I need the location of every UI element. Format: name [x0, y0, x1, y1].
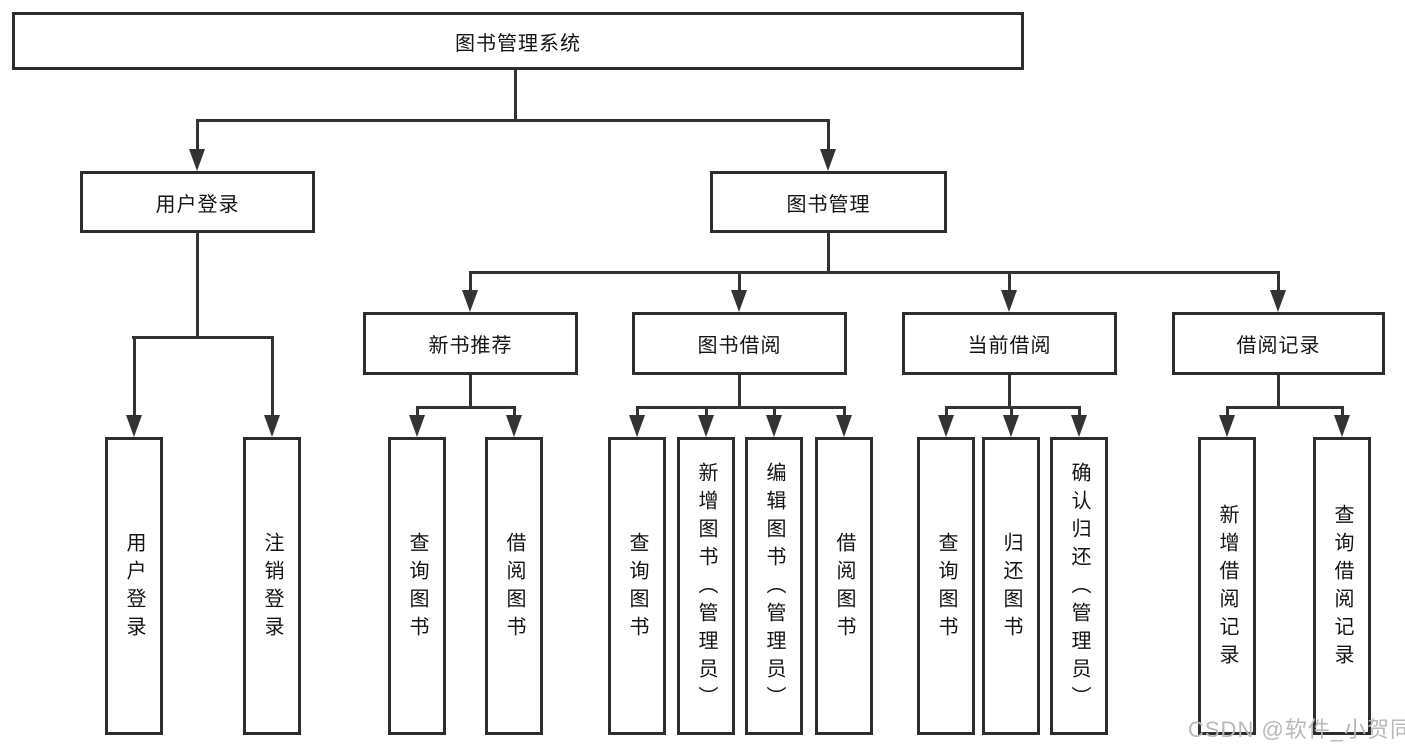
connector-line: [705, 408, 708, 418]
connector-borrow-stem: [738, 375, 741, 409]
connector-current-stem: [1008, 375, 1011, 409]
connector-recommend-hline: [416, 406, 516, 409]
connector-line: [738, 273, 741, 293]
connector-line: [1008, 273, 1011, 293]
connector-line: [513, 408, 516, 418]
leaf-borrow-query-books: 查询图书: [608, 437, 666, 735]
connector-line: [1010, 408, 1013, 418]
connector-line: [196, 121, 199, 151]
arrow-down-icon: [126, 415, 142, 437]
arrow-down-icon: [1219, 415, 1235, 437]
node-book-borrow: 图书借阅: [632, 312, 847, 375]
connector-line: [1226, 408, 1229, 418]
connector-line: [827, 121, 830, 151]
connector-line: [133, 338, 136, 416]
connector-current-hline: [945, 406, 1081, 409]
connector-records-hline: [1226, 406, 1344, 409]
connector-mgmt-hline: [469, 271, 1280, 274]
leaf-recommend-query-books: 查询图书: [388, 437, 446, 735]
arrow-down-icon: [938, 415, 954, 437]
arrow-down-icon: [820, 149, 836, 171]
connector-line: [1277, 273, 1280, 293]
csdn-watermark: CSDN @软件_小贺同学: [1188, 717, 1405, 742]
connector-line: [469, 273, 472, 293]
leaf-current-query-books: 查询图书: [917, 437, 975, 735]
arrow-down-icon: [766, 415, 782, 437]
leaf-logout: 注销登录: [243, 437, 301, 735]
connector-line: [1078, 408, 1081, 418]
node-new-book-recommend: 新书推荐: [363, 312, 578, 375]
node-current-borrow: 当前借阅: [902, 312, 1117, 375]
leaf-return-books: 归还图书: [982, 437, 1040, 735]
arrow-down-icon: [629, 415, 645, 437]
leaf-query-borrow-record: 查询借阅记录: [1313, 437, 1371, 735]
arrow-down-icon: [189, 149, 205, 171]
arrow-down-icon: [1334, 415, 1350, 437]
connector-line: [1341, 408, 1344, 418]
leaf-add-books-admin: 新增图书（管理员）: [677, 437, 735, 735]
arrow-down-icon: [462, 290, 478, 312]
node-book-management: 图书管理: [710, 171, 947, 233]
connector-borrow-hline: [636, 406, 846, 409]
connector-line: [945, 408, 948, 418]
connector-line: [416, 408, 419, 418]
leaf-confirm-return-admin: 确认归还（管理员）: [1050, 437, 1108, 735]
connector-root-stem: [514, 70, 517, 121]
connector-recommend-stem: [469, 375, 472, 409]
node-borrow-records: 借阅记录: [1172, 312, 1385, 375]
connector-login-stem: [196, 233, 199, 338]
connector-root-hline: [196, 119, 830, 122]
connector-line: [271, 338, 274, 416]
arrow-down-icon: [1270, 290, 1286, 312]
connector-records-stem: [1277, 375, 1280, 409]
connector-line: [843, 408, 846, 418]
arrow-down-icon: [1003, 415, 1019, 437]
arrow-down-icon: [1001, 290, 1017, 312]
connector-mgmt-stem: [827, 233, 830, 274]
arrow-down-icon: [409, 415, 425, 437]
leaf-recommend-borrow-books: 借阅图书: [485, 437, 543, 735]
leaf-user-login: 用户登录: [105, 437, 163, 735]
arrow-down-icon: [836, 415, 852, 437]
leaf-add-borrow-record: 新增借阅记录: [1198, 437, 1256, 735]
arrow-down-icon: [731, 290, 747, 312]
connector-line: [636, 408, 639, 418]
node-root: 图书管理系统: [12, 12, 1024, 70]
leaf-borrow-books: 借阅图书: [815, 437, 873, 735]
node-user-login: 用户登录: [80, 171, 315, 233]
arrow-down-icon: [506, 415, 522, 437]
leaf-edit-books-admin: 编辑图书（管理员）: [745, 437, 803, 735]
connector-line: [773, 408, 776, 418]
arrow-down-icon: [698, 415, 714, 437]
arrow-down-icon: [264, 415, 280, 437]
arrow-down-icon: [1071, 415, 1087, 437]
connector-login-hline: [132, 336, 274, 339]
